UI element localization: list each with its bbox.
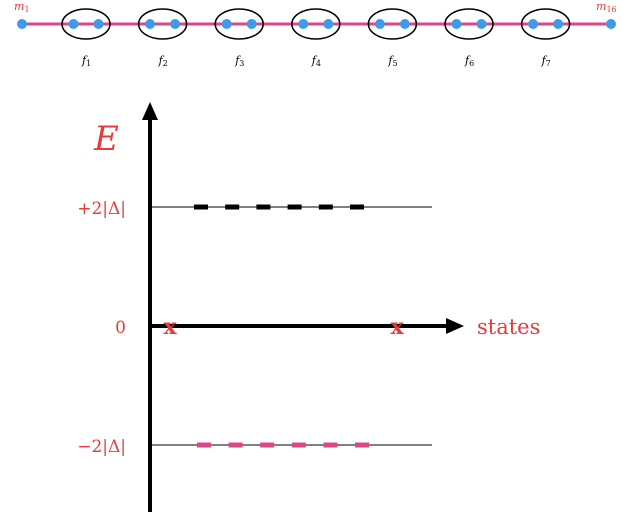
state-dash xyxy=(197,442,211,448)
state-dash xyxy=(225,204,240,210)
site-dot xyxy=(451,19,462,29)
pair-ellipse xyxy=(367,8,418,40)
site-dot xyxy=(374,19,385,29)
state-dash xyxy=(350,204,364,210)
state-dash xyxy=(323,442,338,448)
pair-label: f1 xyxy=(81,54,91,68)
state-dash xyxy=(318,204,333,210)
site-dot xyxy=(528,19,539,29)
site-dot xyxy=(553,19,564,29)
site-dot xyxy=(399,19,410,29)
level-label: 0 xyxy=(115,318,126,338)
pair-ellipse xyxy=(137,8,188,40)
majorana-sites xyxy=(17,19,616,29)
site-dot xyxy=(221,19,232,29)
pair-label: f4 xyxy=(311,54,321,68)
site-dot xyxy=(170,19,181,29)
zero-mode-marker: x xyxy=(163,314,177,340)
site-dot xyxy=(298,19,309,29)
pair-ellipse xyxy=(291,8,341,40)
level-label: +2|Δ| xyxy=(77,199,126,219)
pair-label: f5 xyxy=(387,54,397,68)
state-dash xyxy=(355,442,369,448)
site-dot xyxy=(68,19,79,29)
pair-label: f6 xyxy=(464,54,474,68)
right-end-label: m16 xyxy=(596,0,617,14)
site-dot xyxy=(93,19,104,29)
pair-ellipse xyxy=(444,8,494,40)
y-axis-arrowhead xyxy=(142,102,158,120)
pair-label: f2 xyxy=(158,54,168,68)
site-dot xyxy=(606,19,616,29)
site-dot xyxy=(17,19,27,29)
pair-ellipses xyxy=(61,8,571,40)
left-end-label: m1 xyxy=(14,0,30,14)
level-label: −2|Δ| xyxy=(77,437,126,457)
majorana-chain: m1 m16 f1 f2 f3 f4 f5 f6 f7 xyxy=(14,0,617,68)
site-dot xyxy=(246,19,257,29)
x-axis-arrowhead xyxy=(446,318,464,334)
level-labels: +2|Δ| 0 −2|Δ| xyxy=(77,199,126,457)
state-dash xyxy=(291,442,306,448)
site-dot xyxy=(476,19,487,29)
pair-label: f7 xyxy=(541,54,551,68)
site-dot xyxy=(145,19,156,29)
pair-ellipse xyxy=(214,8,264,40)
state-dash xyxy=(256,204,271,210)
state-dash xyxy=(194,204,208,210)
state-dash xyxy=(287,204,302,210)
state-dashes xyxy=(194,204,369,448)
pair-labels: f1 f2 f3 f4 f5 f6 f7 xyxy=(81,54,551,68)
state-dash xyxy=(260,442,275,448)
pair-label: f3 xyxy=(234,54,244,68)
zero-mode-marker: x xyxy=(390,314,404,340)
x-axis-label: states xyxy=(477,315,540,339)
pair-ellipse xyxy=(61,8,111,40)
pair-ellipse xyxy=(520,8,571,40)
state-dash xyxy=(228,442,243,448)
y-axis-label: E xyxy=(93,119,119,159)
site-dot xyxy=(323,19,334,29)
